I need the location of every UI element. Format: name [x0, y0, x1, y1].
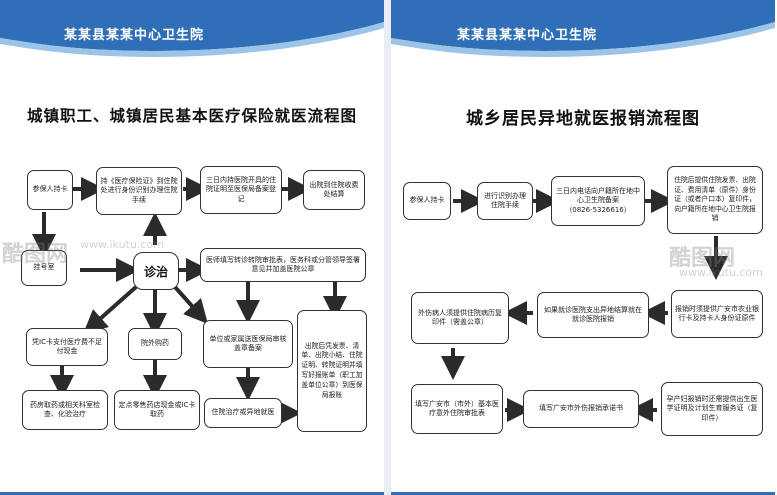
- page-title: 城镇职工、城镇居民基本医疗保险就医流程图: [26, 107, 357, 125]
- watermark-url: www.ikutu.com: [679, 266, 763, 279]
- injured-records-box: 外伤病人须提供住院病历复印件（需盖公章）: [411, 292, 509, 344]
- ic-card-payment-box: 凭IC卡支付医疗费不足付现金: [26, 328, 108, 366]
- right-panel: 某某县某某中心卫生院 城乡居民异地就医报销流程图 参保人持卡 进行识别办理住院手…: [391, 0, 775, 495]
- three-day-record-box: 三日内持医院开具的住院证明至医保局备案登记: [200, 166, 282, 214]
- left-panel: 某某县某某中心卫生院 城镇职工、城镇居民基本医疗保险就医流程图 参: [0, 0, 384, 495]
- phone-number: （0826-5326616）: [565, 205, 631, 214]
- watermark-logo: 酷图网: [669, 246, 736, 271]
- hospital-name: 某某县某某中心卫生院: [457, 28, 598, 43]
- diagnosis-hub: 诊治: [133, 252, 179, 290]
- pharmacy-box: 药房取药或相关科室检查、化验治疗: [22, 390, 108, 430]
- phone-record-box: 三日内电话向户籍所在地中心卫生院备案 （0826-5326616）: [551, 176, 645, 226]
- insured-card-box: 参保人持卡: [27, 170, 73, 210]
- insured-card-box: 参保人持卡: [403, 182, 451, 220]
- retail-pharmacy-box: 定点零售药店现金或IC卡取药: [114, 390, 200, 430]
- reimbursement-materials-box: 报销时须提供广安市农业银行卡及持卡人身份证原件: [671, 290, 763, 338]
- guangan-approval-form-box: 填写广安市（市外）基本医疗意外住院审批表: [411, 384, 503, 434]
- bottom-border: [0, 492, 384, 495]
- outpatient-settlement-box: 如果就诊医院支出异地结算就在就诊医院报销: [537, 292, 649, 338]
- panel-separator: [384, 0, 391, 495]
- hospital-name: 某某县某某中心卫生院: [64, 28, 205, 43]
- watermark-logo: 酷图网: [2, 242, 69, 267]
- bottom-border: [391, 492, 775, 495]
- registration-box: 挂号室: [21, 250, 67, 286]
- discharge-documents-box: 住院后提供住院发票、出院证、费用清单（原件）身份证（或者户口本）复印件，向户籍所…: [667, 166, 763, 234]
- maternity-documents-box: 孕产妇报销时还需提供出生医学证明及计划生育服务证（复印件）: [661, 382, 763, 436]
- discharge-documents-box: 出院后凭发票、清单、出院小结、住院证明、转院证明并填写好报账单（职工加盖单位公章…: [297, 310, 367, 432]
- flow-arrows: [32, 177, 347, 425]
- injury-promise-box: 填写广安市外伤报销承诺书: [523, 390, 639, 428]
- referral-approval-box: 医师填写转诊转院审批表，医务科或分管领导签署意见并加盖医院公章: [200, 248, 366, 282]
- flow-arrows: [441, 189, 728, 422]
- watermark-url: www.ikutu.com: [80, 238, 164, 251]
- discharge-settle-box: 出院到住院收费处结算: [303, 170, 365, 210]
- page-title: 城乡居民异地就医报销流程图: [466, 109, 700, 129]
- insurance-certificate-box: 持《医疗保险证》到住院处进行身份识别办理住院手续: [96, 167, 182, 215]
- identify-admission-box: 进行识别办理住院手续: [477, 182, 533, 220]
- hospital-treatment-box: 住院治疗或异地就医: [204, 398, 282, 428]
- outside-drug-box: 院外购药: [128, 328, 182, 360]
- header-wave: [391, 0, 775, 57]
- header-wave: [0, 0, 384, 57]
- unit-record-box: 单位或家属送医保局审核盖章备案: [203, 320, 293, 368]
